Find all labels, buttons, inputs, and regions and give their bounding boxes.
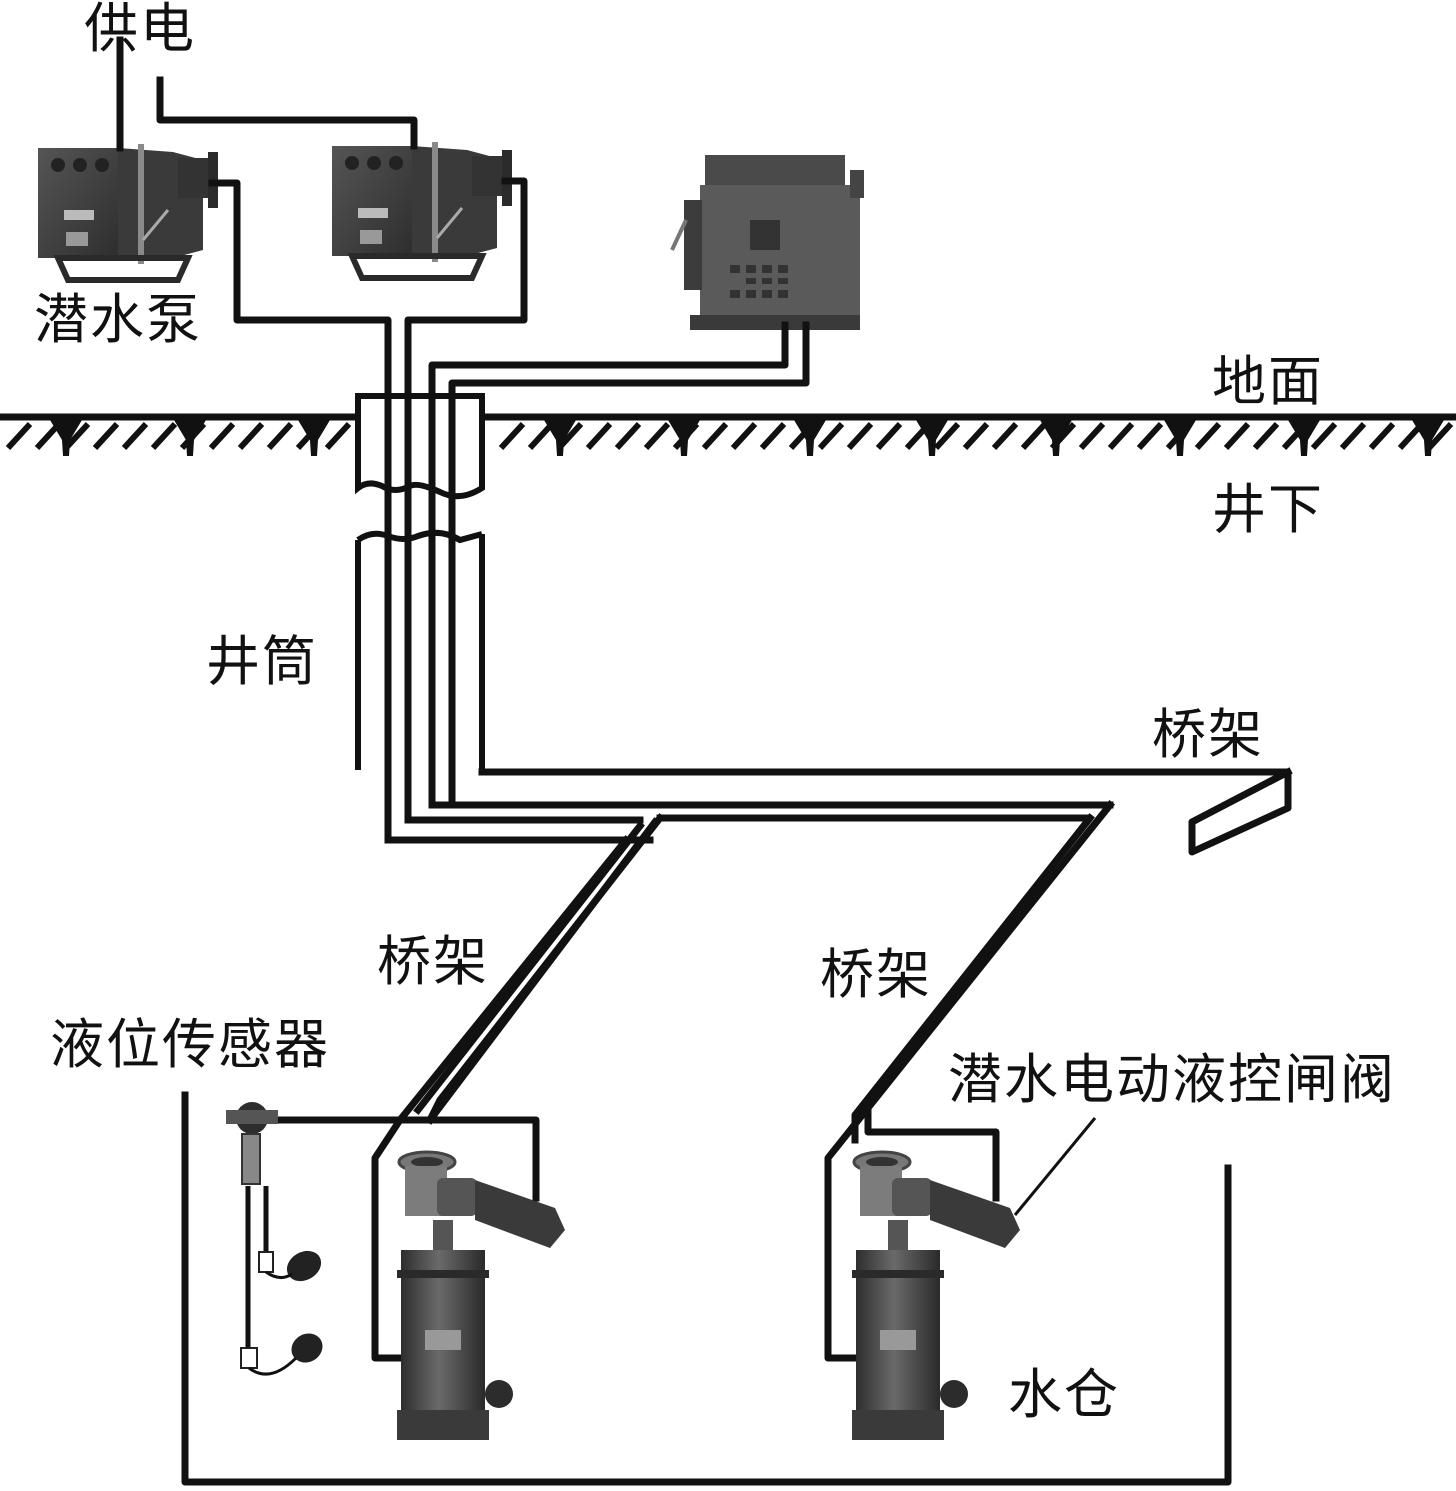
ground-hatch-mark (759, 421, 787, 451)
label-cable-tray-left: 桥架 (377, 930, 489, 993)
label-valve: 潜水电动液控闸阀 (948, 1048, 1396, 1111)
ground-hatch-mark (585, 421, 613, 451)
submersible-pump-1 (397, 1150, 565, 1440)
ground-anchor-mark (544, 420, 576, 456)
ground-hatch-mark (1426, 421, 1454, 451)
ground-anchor-mark (1040, 420, 1072, 456)
ground-anchor-mark (916, 420, 948, 456)
label-power-supply: 供电 (84, 0, 196, 60)
cable-tray-left-bundle (371, 801, 665, 1362)
ground-hatch-mark (962, 421, 990, 451)
ground-anchor-mark (298, 420, 330, 456)
submersible-pump-2 (852, 1150, 1020, 1440)
ground-anchor-mark (794, 420, 826, 456)
sump-outline (181, 1091, 1232, 1486)
ground-hatch-mark (1339, 421, 1367, 451)
ground-hatch-mark (846, 421, 874, 451)
ground-anchor-mark (174, 420, 206, 456)
ground-hatch-mark (121, 421, 149, 451)
label-shaft: 井筒 (206, 630, 318, 693)
cable-tray-right-bundle (824, 800, 1115, 1362)
ground-hatch-mark (643, 421, 671, 451)
control-box (670, 155, 864, 330)
ground-anchor-mark (1288, 420, 1320, 456)
shaft-casing (355, 393, 485, 772)
ground-hatch-mark (817, 421, 845, 451)
ground-hatch-mark (150, 421, 178, 451)
ground-hatch-mark (875, 421, 903, 451)
ground-surface (0, 413, 1456, 456)
pump-switch-2 (332, 142, 512, 281)
ground-hatch-mark (1194, 421, 1222, 451)
label-underground: 井下 (1212, 478, 1324, 541)
ground-hatch-mark (1368, 421, 1396, 451)
label-ground-surface: 地面 (1212, 350, 1324, 413)
label-sump: 水仓 (1008, 1363, 1120, 1426)
ground-hatch-mark (266, 421, 294, 451)
ground-anchor-mark (1164, 420, 1196, 456)
ground-hatch-mark (1136, 421, 1164, 451)
ground-hatch-mark (527, 421, 555, 451)
ground-hatch-mark (933, 421, 961, 451)
ground-anchor-mark (1412, 420, 1444, 456)
ground-hatch-mark (1107, 421, 1135, 451)
ground-hatch-mark (1078, 421, 1106, 451)
ground-hatch-mark (1310, 421, 1338, 451)
label-cable-tray-middle: 桥架 (820, 943, 932, 1006)
ground-hatch-mark (1223, 421, 1251, 451)
ground-hatch-mark (614, 421, 642, 451)
ground-hatch-mark (5, 421, 33, 451)
ground-hatch-mark (991, 421, 1019, 451)
label-level-sensor: 液位传感器 (50, 1013, 330, 1076)
pump-switch-1 (38, 144, 218, 283)
ground-hatch-mark (1020, 421, 1048, 451)
ground-hatch-mark (730, 421, 758, 451)
label-cable-tray-right: 桥架 (1152, 703, 1264, 766)
shaft-cables (384, 379, 456, 500)
ground-hatch-mark (1252, 421, 1280, 451)
ground-hatch-mark (324, 421, 352, 451)
valve-leader-line (1013, 1117, 1097, 1216)
label-submersible-pump: 潜水泵 (34, 288, 202, 351)
ground-hatch-mark (498, 421, 526, 451)
ground-hatch-mark (92, 421, 120, 451)
ground-hatch-mark (208, 421, 236, 451)
ground-anchor-mark (50, 420, 82, 456)
level-sensor (226, 1102, 434, 1376)
ground-anchor-mark (668, 420, 700, 456)
ground-hatch-mark (237, 421, 265, 451)
ground-hatch-mark (701, 421, 729, 451)
